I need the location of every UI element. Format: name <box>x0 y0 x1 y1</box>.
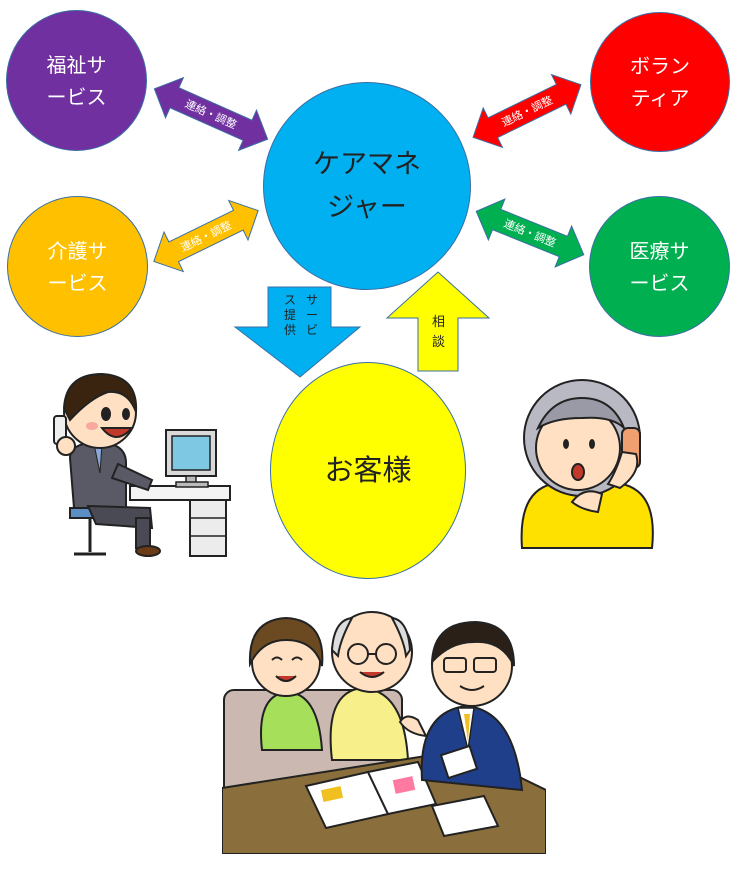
nursing-link-arrow: 連絡・調整 <box>153 199 259 273</box>
nursing-service-label: 介護サ ービス <box>47 238 108 295</box>
node-volunteer: ボラン ティア <box>590 12 730 152</box>
node-customer: お客様 <box>270 362 466 579</box>
care-manager-label: ケアマネ ジャー <box>313 148 421 223</box>
medical-service-label: 医療サ ービス <box>629 238 690 295</box>
service-provision-arrow <box>233 286 362 378</box>
consultation-arrow <box>385 271 491 372</box>
care-manager-illustration <box>53 372 231 557</box>
service-provision-text-col2: ス提供 <box>284 293 297 337</box>
customer-label: お客様 <box>324 453 412 488</box>
consultation-text: 相談 <box>432 315 446 350</box>
node-care-manager: ケアマネ ジャー <box>263 82 471 290</box>
node-welfare-service: 福祉サ ービス <box>6 10 147 151</box>
consultation-scene-illustration <box>222 611 546 854</box>
volunteer-label: ボラン ティア <box>630 54 690 110</box>
service-provision-text-col1: サービ <box>306 293 319 337</box>
node-nursing-service: 介護サ ービス <box>7 196 148 337</box>
elderly-woman-illustration <box>520 379 654 549</box>
medical-link-arrow: 連絡・調整 <box>475 198 585 268</box>
welfare-service-label: 福祉サ ービス <box>46 52 107 109</box>
volunteer-link-arrow: 連絡・調整 <box>472 73 582 149</box>
node-medical-service: 医療サ ービス <box>589 196 730 337</box>
welfare-link-arrow: 連絡・調整 <box>153 76 269 152</box>
